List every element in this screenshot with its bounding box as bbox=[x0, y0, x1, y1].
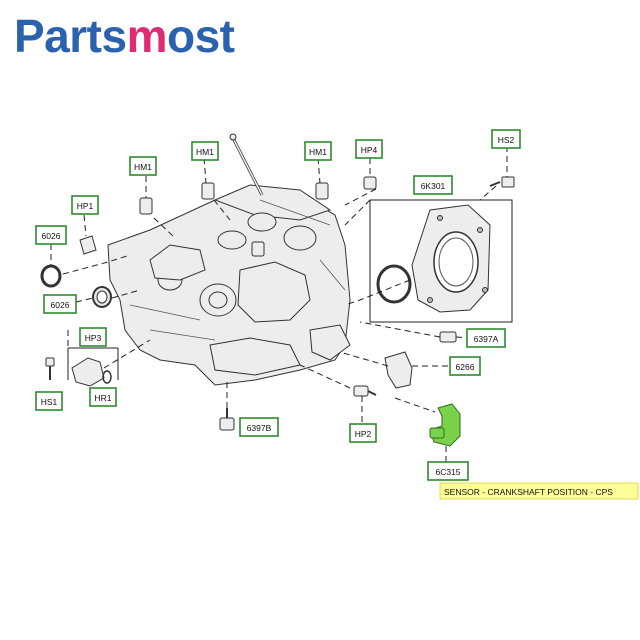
callout-hs2: HS2 bbox=[491, 129, 521, 149]
callout-hs1: HS1 bbox=[35, 391, 63, 411]
brand-logo-part3: ost bbox=[166, 10, 235, 62]
rear-seal-ring bbox=[376, 264, 412, 304]
callout-hm1-right: HM1 bbox=[304, 141, 332, 161]
bracket-6266 bbox=[384, 351, 413, 389]
callout-label: HM1 bbox=[196, 147, 214, 157]
bolt-hs1 bbox=[45, 357, 55, 380]
callout-6397a: 6397A bbox=[466, 328, 506, 348]
cover-hp3 bbox=[71, 357, 105, 387]
cps-description-text: SENSOR - CRANKSHAFT POSITION - CPS bbox=[444, 487, 613, 497]
cps-description-label: SENSOR - CRANKSHAFT POSITION - CPS bbox=[439, 482, 639, 500]
callout-label: HR1 bbox=[94, 393, 111, 403]
callout-label: 6397A bbox=[474, 334, 499, 344]
plug-hp4 bbox=[363, 176, 377, 190]
callout-hp2: HP2 bbox=[349, 423, 377, 443]
callout-hp4: HP4 bbox=[355, 139, 383, 159]
bolt-hs2 bbox=[489, 176, 515, 188]
callout-label: 6C315 bbox=[435, 467, 460, 477]
callout-6k301: 6K301 bbox=[413, 175, 453, 195]
callout-label: HP3 bbox=[85, 333, 102, 343]
callout-hp1: HP1 bbox=[71, 195, 99, 215]
callout-hr1: HR1 bbox=[89, 387, 117, 407]
callout-6266: 6266 bbox=[449, 356, 481, 376]
plug-hm1-mid bbox=[201, 182, 215, 200]
brand-logo: Partsmost bbox=[14, 6, 235, 66]
engine-block bbox=[107, 184, 351, 386]
callout-hm1-left: HM1 bbox=[129, 156, 157, 176]
callout-label: HP2 bbox=[355, 429, 372, 439]
brand-logo-part2: m bbox=[126, 10, 168, 62]
callout-label: HP4 bbox=[361, 145, 378, 155]
callout-label: 6026 bbox=[51, 300, 70, 310]
callout-label: HM1 bbox=[134, 162, 152, 172]
callout-label: HS2 bbox=[498, 135, 515, 145]
dipstick bbox=[229, 133, 264, 196]
callout-label: 6266 bbox=[456, 362, 475, 372]
rear-seal-retainer-box bbox=[369, 199, 513, 323]
callout-label: 6K301 bbox=[421, 181, 446, 191]
callout-6026-top: 6026 bbox=[35, 225, 67, 245]
brand-logo-part1: Parts bbox=[14, 10, 127, 62]
seal-6026-top bbox=[40, 264, 62, 288]
plug-hm1-block bbox=[251, 241, 265, 257]
callout-6026-bottom: 6026 bbox=[43, 294, 77, 314]
plug-hm1-left bbox=[139, 197, 153, 215]
crankshaft-position-sensor bbox=[429, 403, 461, 447]
seal-6026-bottom bbox=[92, 286, 112, 308]
callout-hp3: HP3 bbox=[79, 327, 107, 347]
callout-6c315: 6C315 bbox=[427, 461, 469, 481]
leader-lines bbox=[50, 146, 508, 462]
plug-hp2 bbox=[353, 385, 377, 397]
callout-6397b: 6397B bbox=[239, 417, 279, 437]
callout-label: 6026 bbox=[42, 231, 61, 241]
sensor-6397b bbox=[219, 408, 235, 431]
callout-label: 6397B bbox=[247, 423, 272, 433]
callout-label: HS1 bbox=[41, 397, 58, 407]
callout-label: HM1 bbox=[309, 147, 327, 157]
sensor-6397a bbox=[439, 331, 457, 343]
rear-seal-retainer bbox=[411, 204, 491, 313]
plug-hm1-right bbox=[315, 182, 329, 200]
plug-hp1 bbox=[79, 235, 97, 255]
callout-label: HP1 bbox=[77, 201, 94, 211]
hp3-bracket-lines bbox=[67, 347, 119, 380]
callout-hm1-mid: HM1 bbox=[191, 141, 219, 161]
ring-hr1 bbox=[102, 370, 112, 384]
